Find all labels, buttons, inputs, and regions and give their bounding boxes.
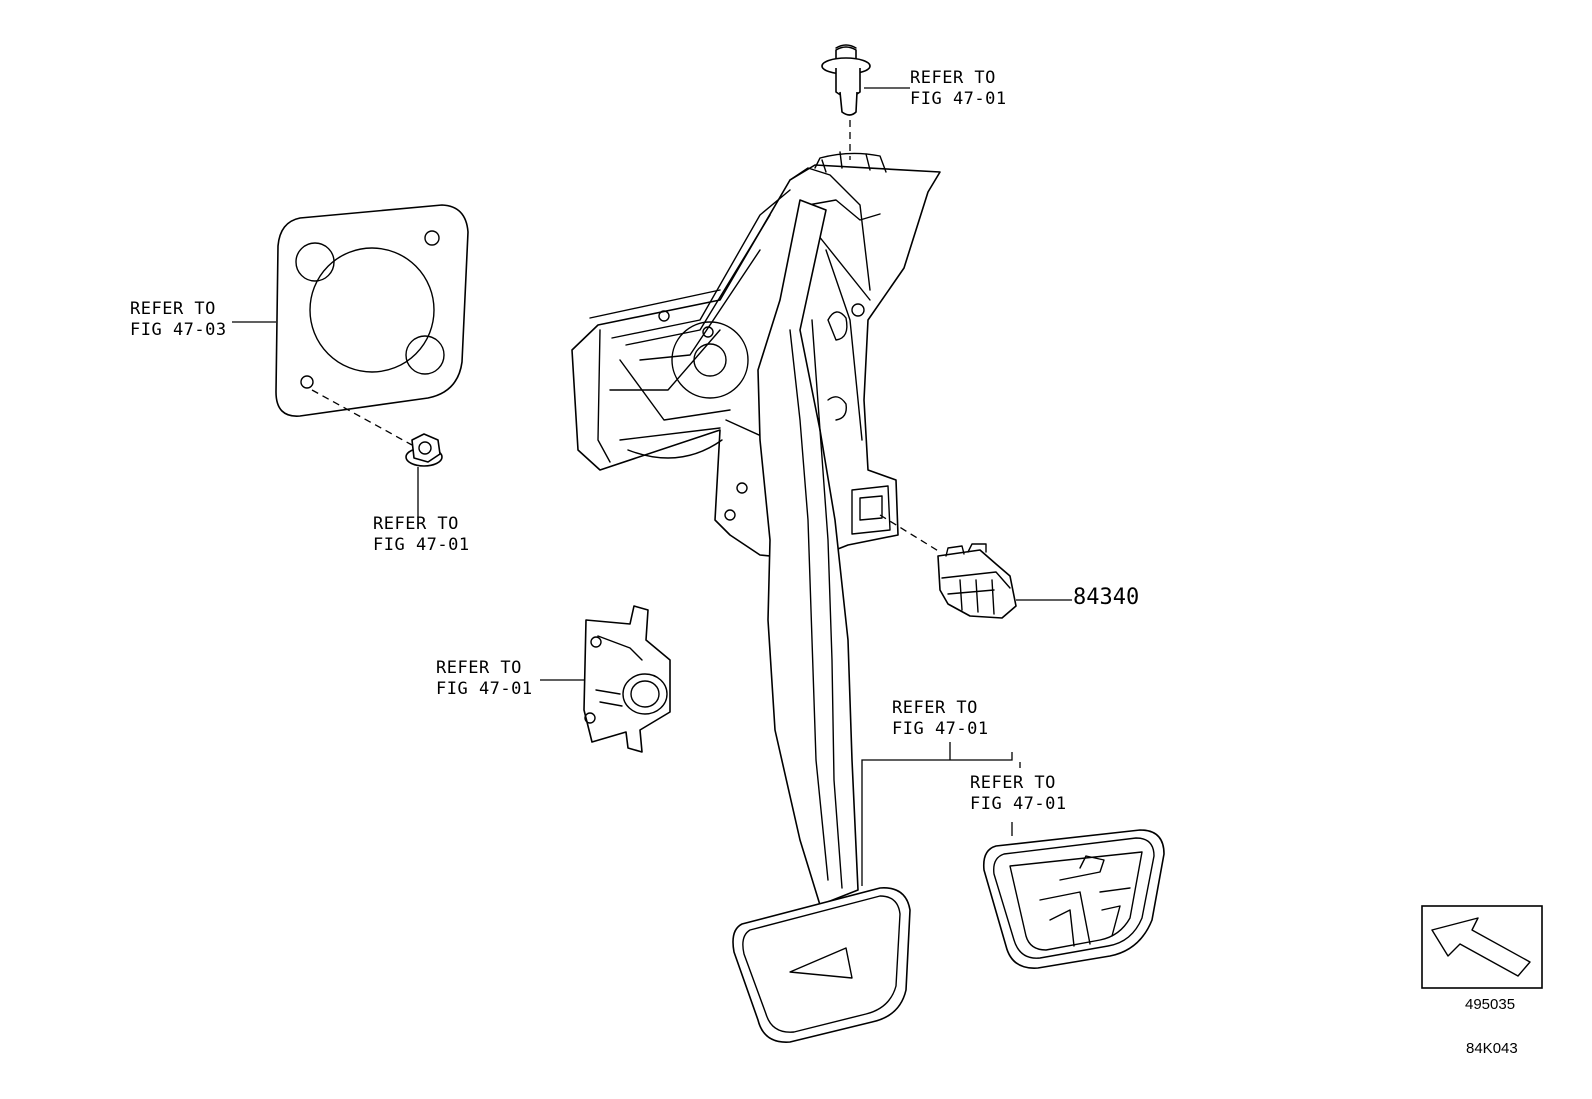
callout-line: REFER TO	[910, 68, 996, 88]
view-arrow-icon	[1431, 917, 1531, 977]
callout-line: REFER TO	[892, 698, 978, 718]
callout-line: REFER TO	[970, 773, 1056, 793]
callout-line: REFER TO	[436, 658, 522, 678]
callout-line: FIG 47-01	[892, 719, 989, 739]
view-code-label: 495035	[1465, 996, 1516, 1013]
callout-line: FIG 47-01	[910, 89, 1007, 109]
callout-nut: REFER TO FIG 47-01	[373, 514, 470, 556]
callout-line: REFER TO	[373, 514, 459, 534]
pedal-pad-alternate	[982, 829, 1165, 969]
pedal-pad-main	[732, 887, 911, 1043]
callout-pad-left: REFER TO FIG 47-01	[892, 698, 989, 740]
callout-bracket: REFER TO FIG 47-01	[436, 658, 533, 700]
mounting-plate	[275, 204, 469, 417]
pedal-lever-bracket	[583, 605, 671, 753]
callout-line: FIG 47-01	[373, 535, 470, 555]
flange-nut	[405, 433, 443, 467]
pedal-bracket	[571, 151, 941, 561]
callout-line: FIG 47-01	[436, 679, 533, 699]
flange-bolt-top	[821, 44, 871, 116]
callout-line: REFER TO	[130, 299, 216, 319]
callout-plate: REFER TO FIG 47-03	[130, 299, 227, 341]
callout-line: FIG 47-01	[970, 794, 1067, 814]
callout-pad-right: REFER TO FIG 47-01	[970, 773, 1067, 815]
part-number-label[interactable]: 84340	[1073, 585, 1140, 610]
view-orientation-box	[1421, 905, 1543, 989]
figure-code-label: 84K043	[1466, 1040, 1518, 1057]
callout-line: FIG 47-03	[130, 320, 227, 340]
pad-left-leader	[861, 752, 1013, 886]
callout-bolt-top: REFER TO FIG 47-01	[910, 68, 1007, 110]
stop-lamp-switch	[937, 543, 1017, 619]
